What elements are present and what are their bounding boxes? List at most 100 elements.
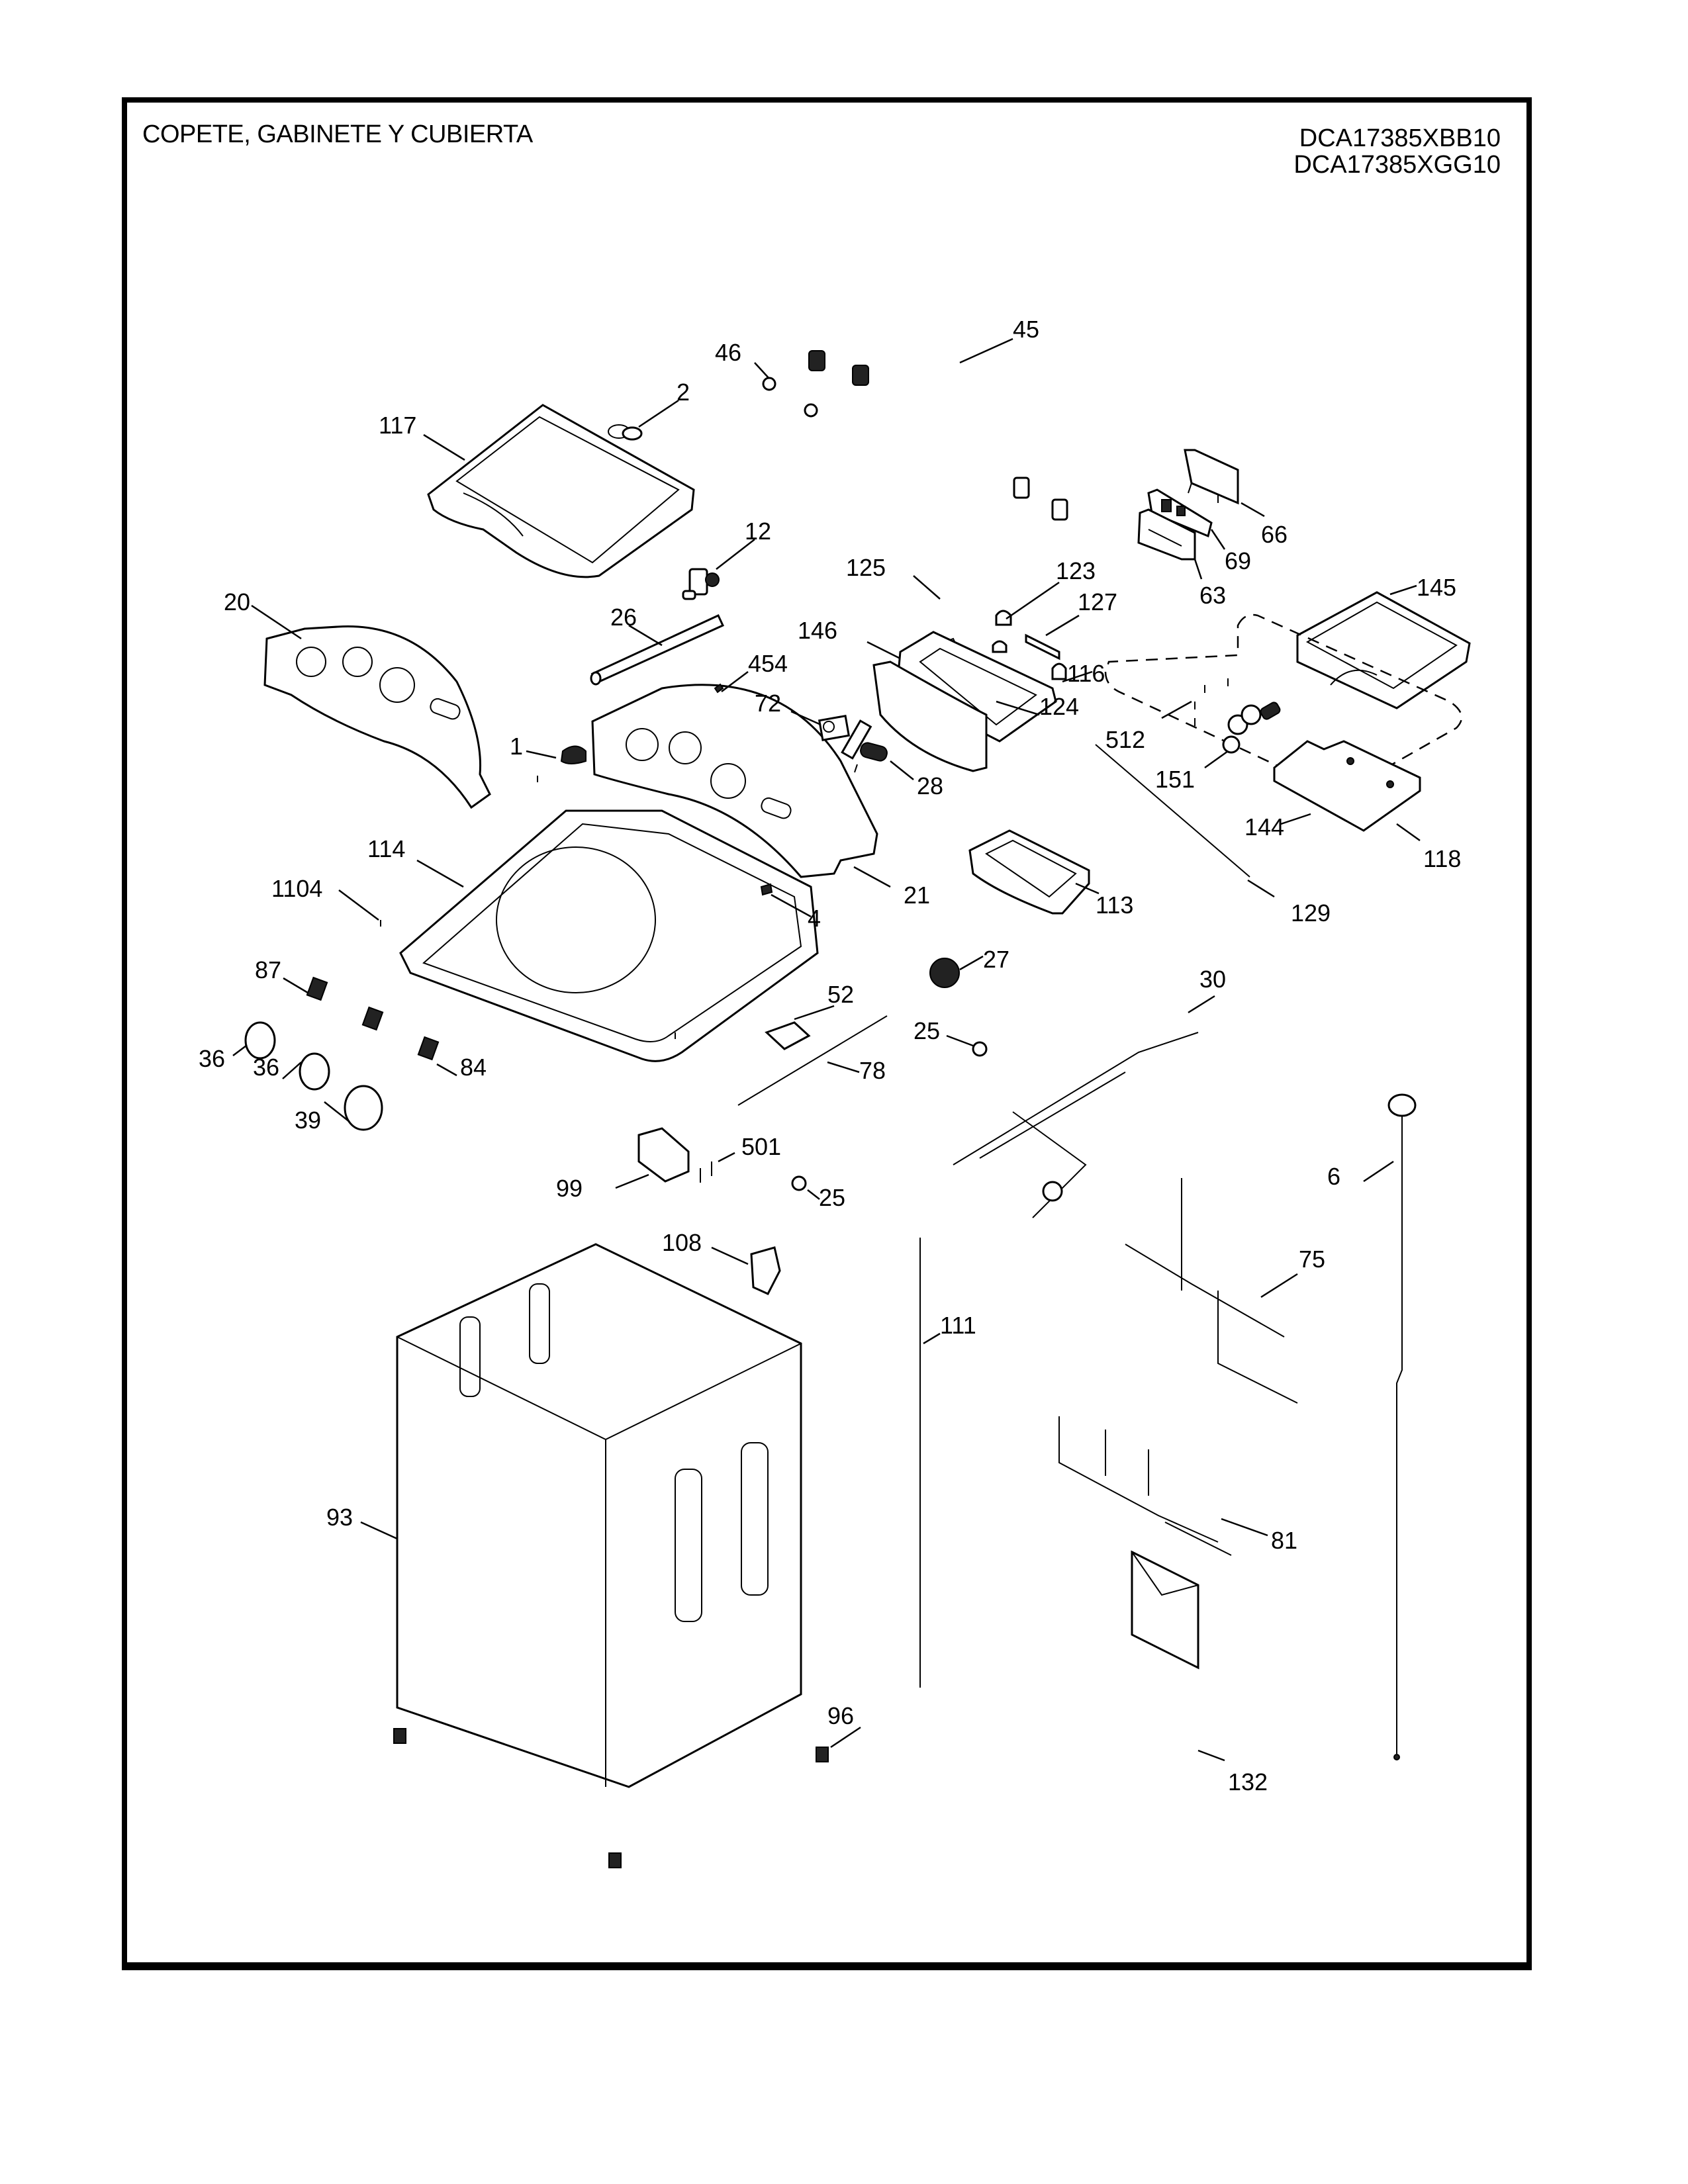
part-terminal-block (637, 1127, 690, 1183)
part-literature-envelope (1131, 1550, 1199, 1670)
part-cap (995, 610, 1012, 626)
part-screw-1104 (380, 776, 676, 1157)
callout-145: 145 (1417, 574, 1456, 601)
part-wire-harness-81 (1058, 1416, 1232, 1556)
callout-25a: 25 (914, 1017, 940, 1044)
callout-63: 63 (1199, 582, 1226, 609)
callout-6: 6 (1327, 1163, 1340, 1190)
part-screw (714, 683, 724, 694)
callout-36b: 36 (253, 1054, 279, 1081)
part-lid-switch (760, 883, 773, 896)
callout-454: 454 (748, 650, 788, 677)
part-hose-washers (762, 377, 818, 418)
callout-125: 125 (846, 554, 886, 581)
part-rod (1095, 744, 1250, 878)
callout-25b: 25 (819, 1184, 845, 1211)
part-cabinet (396, 1243, 802, 1788)
part-corner-bracket (750, 1246, 781, 1295)
callout-151: 151 (1155, 766, 1195, 793)
callout-27: 27 (983, 946, 1009, 973)
callout-116: 116 (1067, 660, 1105, 687)
callout-1104: 1104 (271, 875, 322, 902)
part-leveling-leg (393, 1728, 829, 1868)
callout-113: 113 (1096, 891, 1133, 919)
part-tube (590, 614, 724, 686)
part-screws-501 (700, 1161, 712, 1183)
callout-52: 52 (827, 981, 854, 1008)
callout-78: 78 (859, 1057, 886, 1084)
callout-2: 2 (677, 379, 690, 406)
callout-75: 75 (1299, 1246, 1325, 1273)
part-power-cord (1387, 1093, 1417, 1760)
callout-132: 132 (1228, 1768, 1268, 1796)
callout-118: 118 (1423, 845, 1461, 872)
part-dispenser-drawer-assembly (968, 829, 1090, 915)
part-dispenser-housing (1296, 591, 1471, 709)
callout-111: 111 (940, 1312, 976, 1339)
part-knob (560, 745, 586, 764)
model-number-2: DCA17385XGG10 (1293, 151, 1501, 179)
callout-72: 72 (755, 690, 781, 717)
callout-39: 39 (295, 1107, 321, 1134)
diagram-title: COPETE, GABINETE Y CUBIERTA (142, 120, 533, 148)
part-screws (1194, 678, 1229, 726)
callout-26: 26 (610, 604, 637, 631)
part-cap-2 (992, 640, 1008, 653)
callout-84: 84 (460, 1054, 487, 1081)
part-clamp (972, 1041, 988, 1057)
callout-12: 12 (745, 518, 771, 545)
callout-36a: 36 (199, 1045, 225, 1072)
callout-501: 501 (741, 1133, 781, 1160)
part-knobs (244, 1021, 383, 1131)
callout-124: 124 (1039, 693, 1079, 720)
callout-108: 108 (662, 1229, 702, 1256)
callout-87: 87 (255, 956, 281, 983)
callout-46: 46 (715, 339, 741, 366)
callout-69: 69 (1225, 547, 1251, 574)
callout-30: 30 (1199, 966, 1226, 993)
part-inlet-hoses (808, 339, 1068, 527)
callout-45: 45 (1013, 316, 1039, 343)
part-clip (1051, 662, 1067, 680)
part-lid (427, 404, 695, 578)
callout-129: 129 (1291, 899, 1331, 927)
callout-93: 93 (326, 1504, 353, 1531)
callout-66: 66 (1261, 521, 1288, 548)
callout-114: 114 (367, 835, 405, 862)
diagram-frame (122, 97, 1532, 1970)
part-clamp-2 (791, 1175, 807, 1191)
callout-81: 81 (1271, 1527, 1297, 1554)
callout-512: 512 (1105, 726, 1145, 753)
callout-144: 144 (1244, 813, 1284, 841)
part-wire-harness-30 (953, 1032, 1199, 1218)
callout-127: 127 (1078, 588, 1117, 615)
part-top-cover (399, 809, 819, 1062)
part-wire-harness-75 (1125, 1178, 1298, 1404)
part-inlet-valve (682, 568, 720, 600)
part-control-panel-overlay (263, 625, 491, 809)
part-dispenser-front (872, 660, 988, 772)
callout-4: 4 (808, 905, 821, 932)
part-switch-board (818, 715, 872, 760)
model-number-1: DCA17385XBB10 (1299, 124, 1501, 152)
part-lid-bumper (622, 426, 643, 441)
part-button (854, 742, 888, 773)
callout-21: 21 (904, 882, 930, 909)
part-plate (765, 1021, 811, 1050)
part-slide (1025, 633, 1060, 660)
callout-1: 1 (510, 733, 523, 760)
callout-96: 96 (827, 1702, 854, 1729)
part-hinge-rod (737, 1015, 888, 1106)
callout-99: 99 (556, 1175, 583, 1202)
part-switch (306, 976, 440, 1061)
callouts: 45 46 2 117 12 66 69 63 125 123 127 145 (199, 316, 1461, 1796)
part-pressure-switch (929, 958, 960, 988)
part-console (591, 684, 878, 878)
callout-117: 117 (379, 412, 416, 439)
callout-123: 123 (1056, 557, 1096, 584)
part-valve-bracket (1273, 740, 1421, 832)
part-control-board (1147, 488, 1213, 538)
callout-146: 146 (798, 617, 837, 644)
